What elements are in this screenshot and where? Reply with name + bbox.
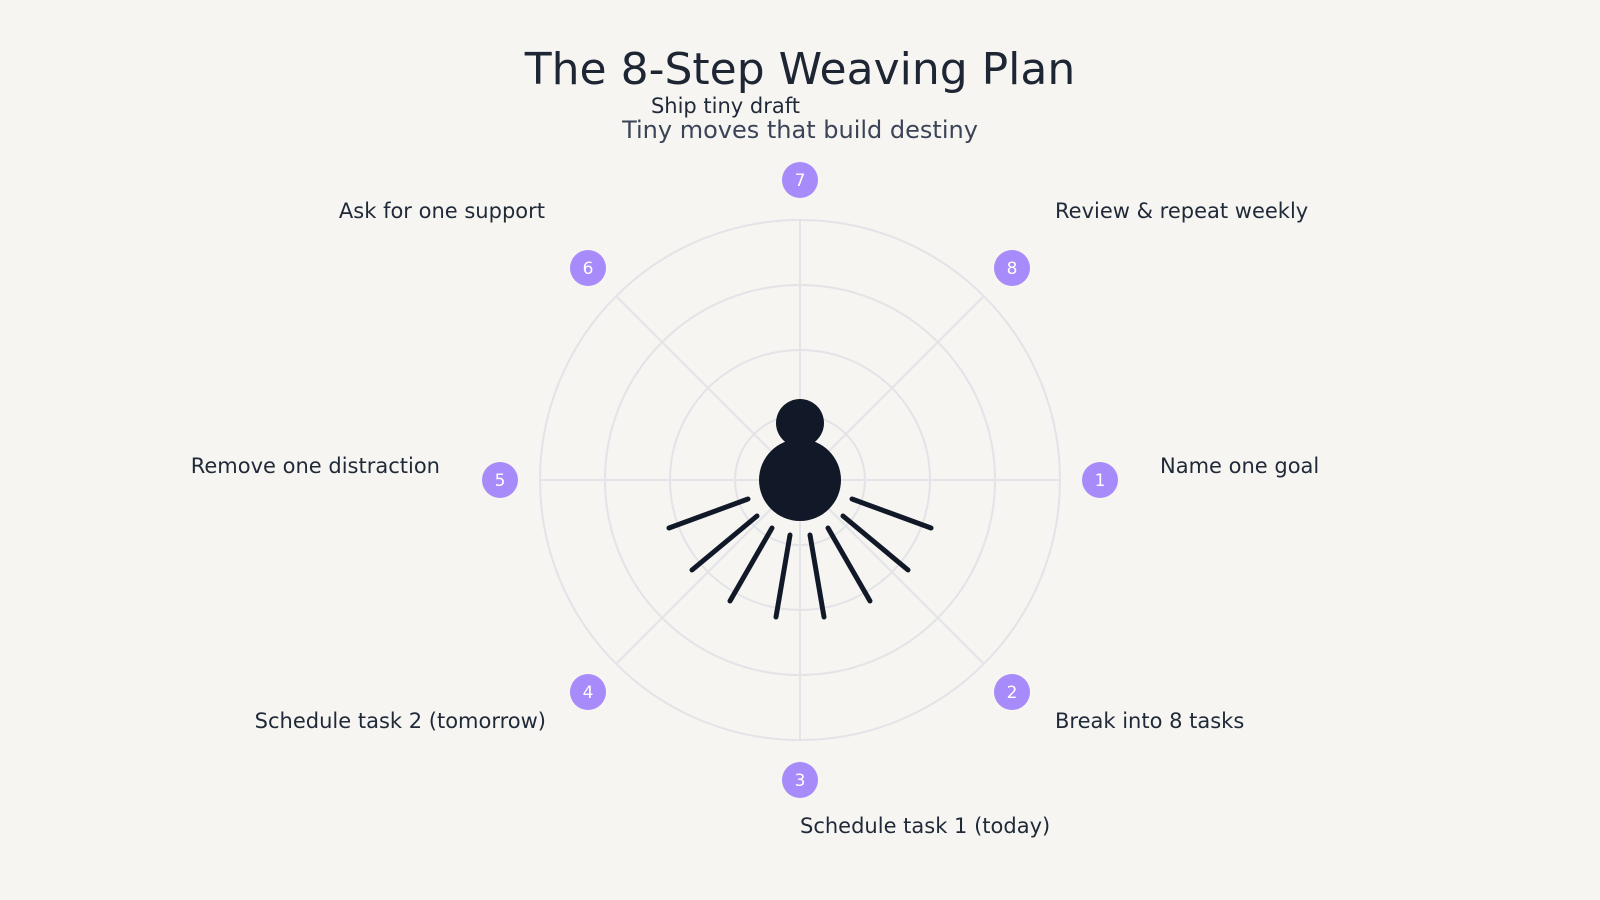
step-number: 8 — [1007, 259, 1018, 279]
step-number: 7 — [795, 171, 806, 191]
step-number: 4 — [583, 683, 594, 703]
step-badge — [994, 674, 1030, 710]
step-badge — [570, 250, 606, 286]
step-label: Name one goal — [1160, 454, 1319, 478]
step-number: 1 — [1095, 471, 1106, 491]
step-number: 5 — [495, 471, 506, 491]
step-number: 2 — [1007, 683, 1018, 703]
step-5: 5 Remove one distraction — [191, 454, 518, 498]
step-label: Schedule task 2 (tomorrow) — [255, 709, 546, 733]
step-1: 1 Name one goal — [1082, 454, 1319, 498]
step-number: 6 — [583, 259, 594, 279]
step-badge — [782, 162, 818, 198]
step-badge — [570, 674, 606, 710]
step-label: Remove one distraction — [191, 454, 440, 478]
step-label: Ask for one support — [339, 199, 545, 223]
step-8: 8 Review & repeat weekly — [994, 199, 1308, 286]
spider-icon — [666, 399, 934, 620]
step-label: Schedule task 1 (today) — [800, 814, 1050, 838]
step-number: 3 — [795, 771, 806, 791]
step-badge — [482, 462, 518, 498]
diagram-subtitle: Tiny moves that build destiny — [622, 116, 978, 144]
step-badge — [1082, 462, 1118, 498]
diagram-title: The 8-Step Weaving Plan — [524, 44, 1076, 95]
step-badge — [994, 250, 1030, 286]
step-badge — [782, 762, 818, 798]
step-7: 7 Ship tiny draft — [651, 94, 818, 198]
step-label: Review & repeat weekly — [1055, 199, 1308, 223]
step-label: Ship tiny draft — [651, 94, 800, 118]
step-6: 6 Ask for one support — [339, 199, 606, 286]
step-label: Break into 8 tasks — [1055, 709, 1244, 733]
